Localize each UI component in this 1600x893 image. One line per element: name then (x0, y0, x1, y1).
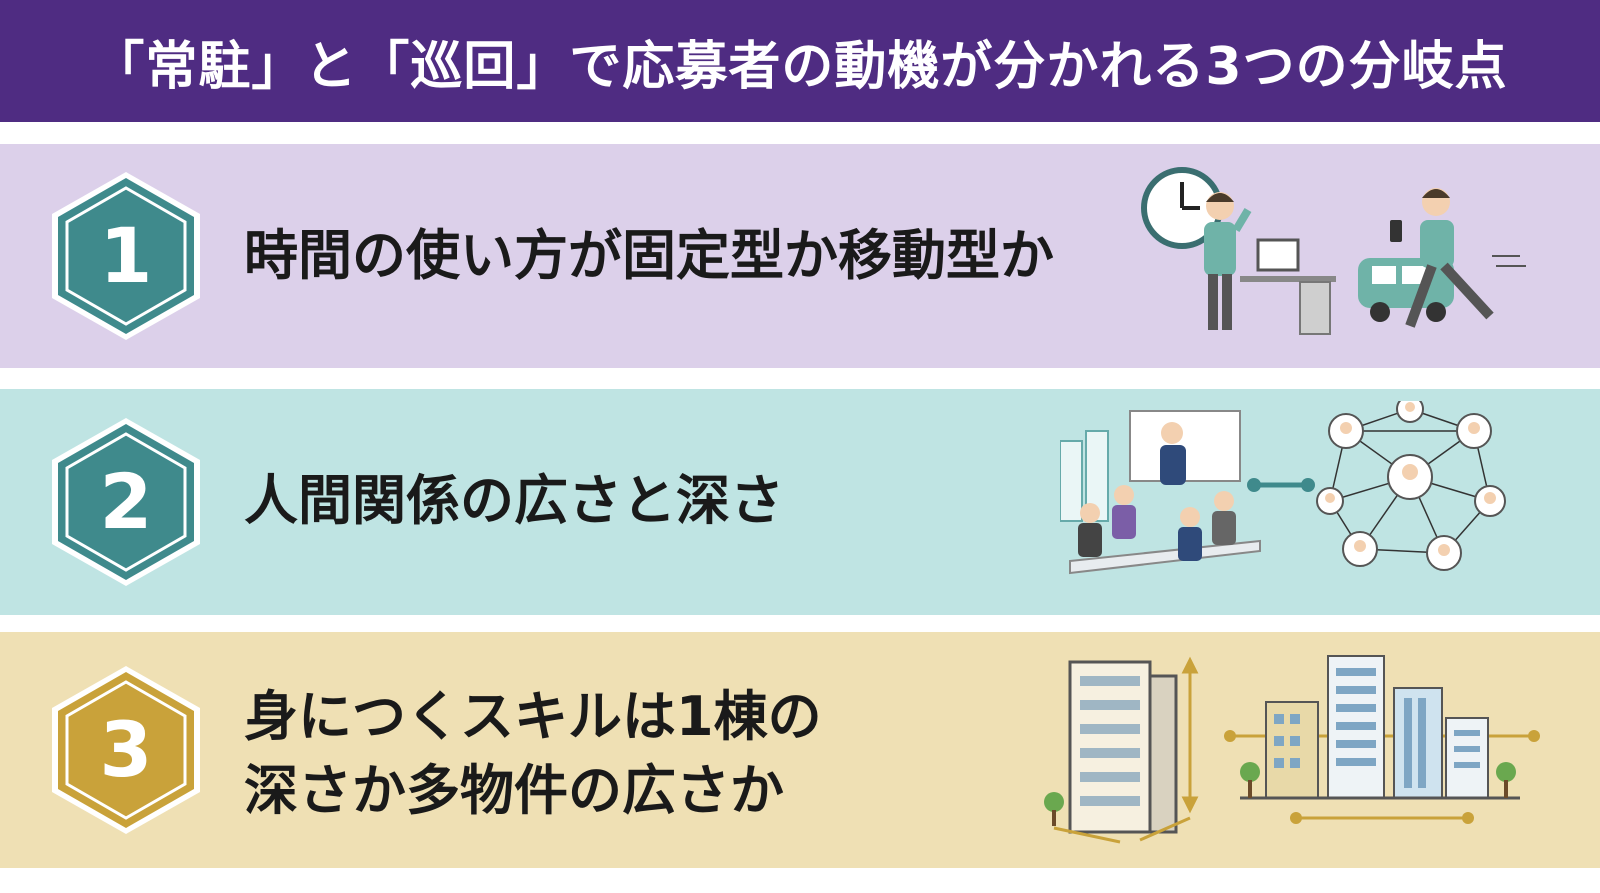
relationships-illustration (1060, 401, 1520, 601)
meeting-room-icon (1060, 410, 1261, 575)
office-worker-icon (1204, 192, 1252, 330)
tall-building-icon (1044, 660, 1178, 834)
fixed-vs-mobile-illustration (1140, 166, 1540, 351)
number-badge-2: 2 (46, 414, 206, 590)
running-worker-icon (1390, 188, 1526, 328)
branch-point-1: 1 時間の使い方が固定型か移動型か (0, 144, 1600, 368)
connector-icon (1247, 478, 1315, 492)
item-line: 時間の使い方が固定型か移動型か (244, 224, 1054, 287)
number-label-1: 1 (100, 211, 153, 300)
skills-illustration (1040, 642, 1560, 852)
number-label-2: 2 (100, 457, 153, 546)
item-text-2: 人間関係の広さと深さ (244, 464, 784, 538)
number-badge-1: 1 (46, 168, 206, 344)
number-badge-3: 3 (46, 662, 206, 838)
branch-point-2: 2 人間関係の広さと深さ (0, 389, 1600, 615)
number-label-3: 3 (100, 705, 153, 794)
item-line: 身につくスキルは1棟の (244, 685, 822, 748)
branch-point-3: 3 身につくスキルは1棟の 深さか多物件の広さか (0, 632, 1600, 868)
item-line: 人間関係の広さと深さ (244, 469, 784, 532)
item-line: 深さか多物件の広さか (244, 759, 784, 822)
item-text-1: 時間の使い方が固定型か移動型か (244, 219, 1054, 293)
title-banner: 「常駐」と「巡回」で応募者の動機が分かれる3つの分岐点 (0, 0, 1600, 122)
city-buildings-icon (1224, 655, 1540, 824)
desk-computer-icon (1240, 238, 1336, 335)
item-text-3: 身につくスキルは1棟の 深さか多物件の広さか (244, 680, 822, 828)
page-title: 「常駐」と「巡回」で応募者の動機が分かれる3つの分岐点 (92, 36, 1508, 97)
height-arrow-icon (1053, 656, 1199, 844)
